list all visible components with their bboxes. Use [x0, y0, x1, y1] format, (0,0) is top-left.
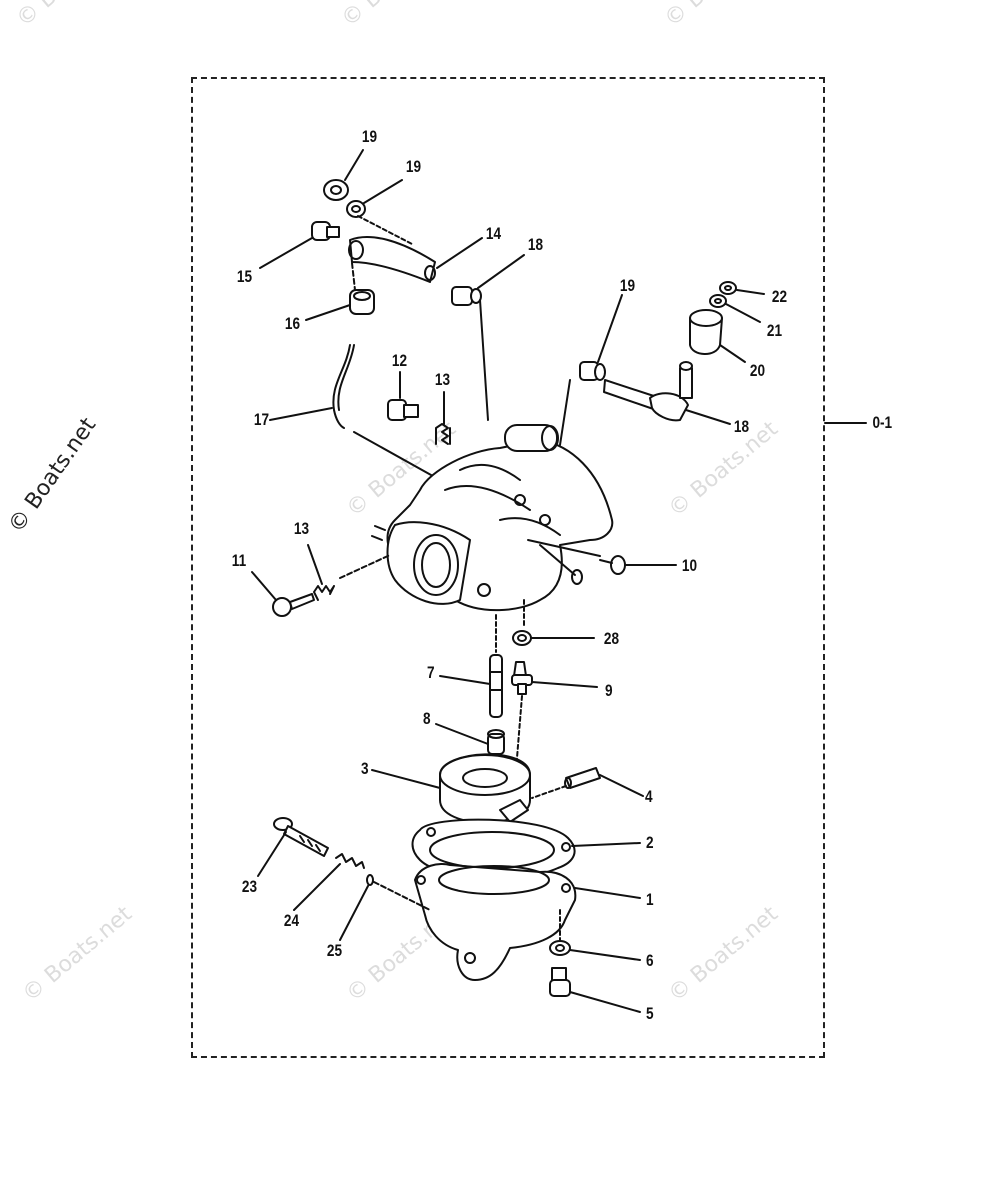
callout-25: 23 — [241, 877, 258, 896]
part-19-lower-fitting — [579, 294, 623, 381]
callout-24: 22 — [771, 287, 788, 306]
part-28-washer — [512, 599, 595, 646]
part-15-bolt — [259, 221, 340, 269]
part-1-float-bowl — [414, 862, 641, 981]
callout-26: 24 — [283, 911, 300, 930]
part-20-nut — [323, 149, 364, 201]
callout-27: 25 — [326, 941, 343, 960]
part-19-upper-fitting — [451, 254, 525, 421]
callout-19-lower: 19 — [619, 276, 636, 295]
part-16-spacer — [305, 262, 375, 321]
part-7-needle-jet — [439, 614, 503, 718]
callout-7: 7 — [426, 663, 435, 682]
callout-23: 21 — [766, 321, 783, 340]
callout-22: 20 — [749, 361, 766, 380]
part-18-elbow — [603, 361, 731, 425]
callout-14: 14 — [485, 224, 502, 243]
group-frame — [191, 77, 825, 1058]
part-23-washer — [709, 294, 761, 323]
part-5-screw — [549, 967, 641, 1013]
callout-17: 17 — [253, 410, 270, 429]
part-9-jet — [511, 661, 598, 796]
part-4-pin — [531, 767, 644, 799]
callout-10: 10 — [681, 556, 698, 575]
callout-20: 19 — [361, 127, 378, 146]
part-2-gasket — [411, 818, 641, 880]
part-carburetor-body — [371, 379, 614, 612]
part-21-washer — [346, 179, 403, 218]
part-22-sleeve — [689, 309, 746, 363]
part-14-lever — [348, 215, 483, 283]
group-label: 0-1 — [872, 413, 893, 432]
callout-15: 15 — [236, 267, 253, 286]
part-3-float — [371, 753, 531, 824]
part-26-spring — [293, 853, 365, 911]
part-24-nut — [719, 281, 765, 295]
callout-1: 1 — [645, 890, 654, 909]
part-13-lower-spring — [307, 544, 391, 601]
callout-13-upper: 13 — [434, 370, 451, 389]
callout-12: 12 — [391, 351, 408, 370]
callout-3: 3 — [360, 759, 369, 778]
callout-16: 16 — [284, 314, 301, 333]
callout-2: 2 — [645, 833, 654, 852]
part-27-o-ring — [339, 874, 431, 941]
callout-8: 8 — [422, 709, 431, 728]
part-11-screw — [251, 571, 315, 617]
part-12-screw — [387, 371, 419, 421]
callout-19-upper: 18 — [527, 235, 544, 254]
callout-6: 6 — [645, 951, 654, 970]
part-13-upper-spring — [435, 391, 451, 445]
callout-21: 19 — [405, 157, 422, 176]
callout-18: 18 — [733, 417, 750, 436]
callout-28: 28 — [603, 629, 620, 648]
part-10-screw — [599, 555, 677, 575]
part-25-screw — [257, 817, 329, 877]
callout-11: 11 — [231, 551, 247, 570]
callout-9: 9 — [604, 681, 613, 700]
callout-4: 4 — [644, 787, 653, 806]
part-17-rod — [269, 344, 441, 481]
part-6-washer — [549, 940, 641, 961]
callout-5: 5 — [645, 1004, 654, 1023]
callout-13-lower: 13 — [293, 519, 310, 538]
